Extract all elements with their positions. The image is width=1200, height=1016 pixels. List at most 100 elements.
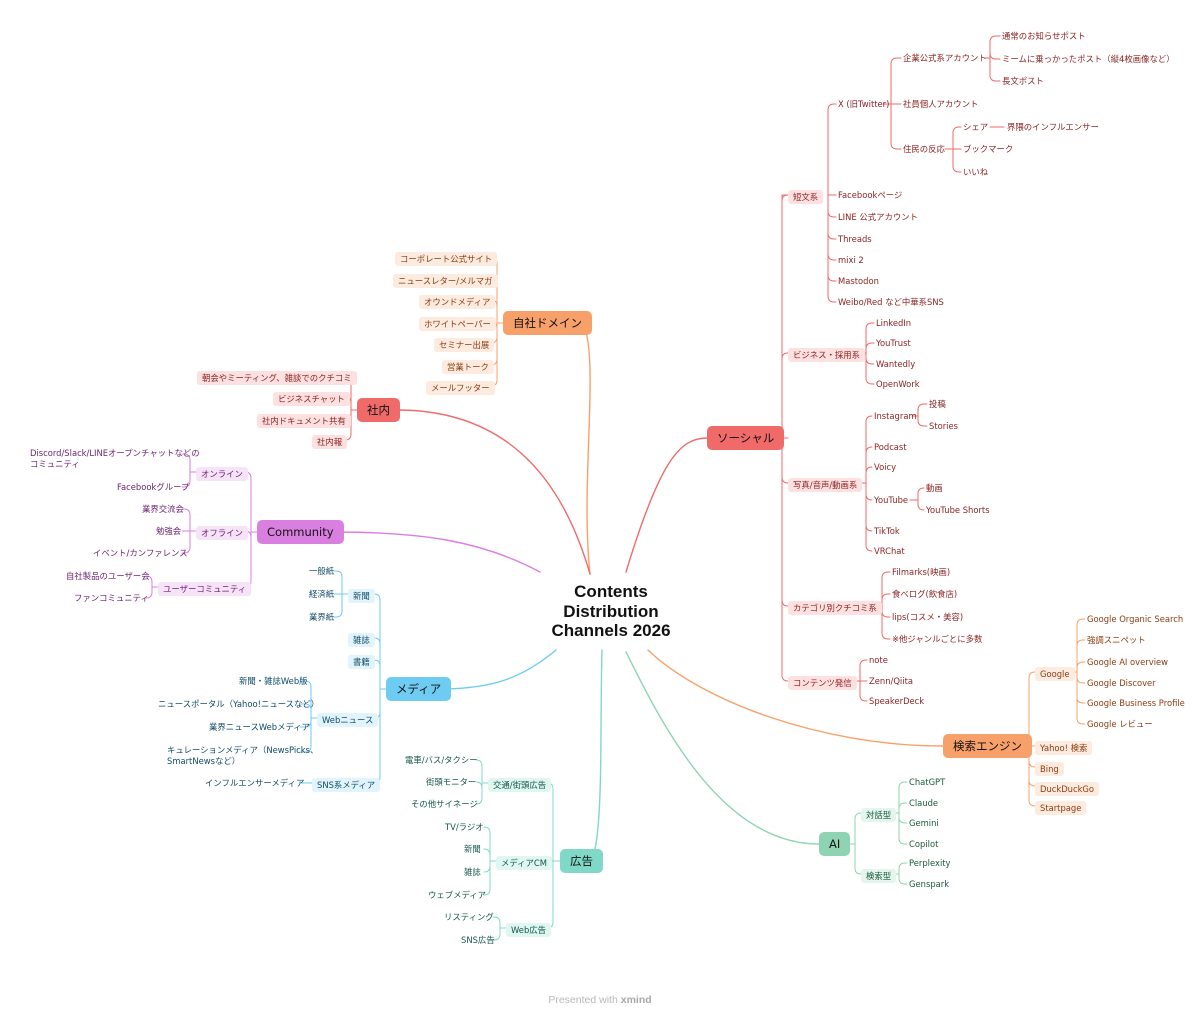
owned-item-mail-footer[interactable]: メールフッター [426,381,495,396]
social-x[interactable]: X (旧Twitter) [838,99,890,109]
social-x-like[interactable]: いいね [963,167,989,177]
ads-transit-train[interactable]: 電車/バス/タクシー [405,755,478,765]
social-x-share-influencer[interactable]: 界隈のインフルエンサー [1007,122,1099,132]
ads-transit-monitor[interactable]: 街頭モニター [426,777,477,787]
community-offline-industry[interactable]: 業界交流会 [142,504,184,514]
social-line-official[interactable]: LINE 公式アカウント [838,212,918,222]
ai-gemini[interactable]: Gemini [909,818,939,828]
community-online-facebook-group[interactable]: Facebookグループ [117,482,190,492]
ads-media-cm[interactable]: メディアCM [496,856,552,871]
social-x-residents[interactable]: 住民の反応 [903,144,945,154]
internal-item-newsletter[interactable]: 社内報 [312,435,348,450]
media-books[interactable]: 書籍 [348,655,375,670]
community-user-fans[interactable]: ファンコミュニティ [74,593,149,603]
social-zenn-qiita[interactable]: Zenn/Qiita [869,676,913,686]
social-business[interactable]: ビジネス・採用系 [788,348,865,363]
social-voicy[interactable]: Voicy [874,462,897,472]
community-user[interactable]: ユーザーコミュニティ [158,582,252,597]
search-startpage[interactable]: Startpage [1035,801,1087,816]
ai-genspark[interactable]: Genspark [909,879,950,889]
social-speakerdeck[interactable]: SpeakerDeck [869,696,925,706]
social-x-corp-long[interactable]: 長文ポスト [1002,76,1044,86]
internal-item-doc-sharing[interactable]: 社内ドキュメント共有 [257,414,351,429]
owned-item-owned-media[interactable]: オウンドメディア [419,295,496,310]
social-note[interactable]: note [869,655,888,665]
ads-cm-tv-radio[interactable]: TV/ラジオ [445,822,484,832]
media-webnews-portal[interactable]: ニュースポータル（Yahoo!ニュースなど） [158,699,320,709]
social-youtrust[interactable]: YouTrust [876,338,911,348]
media-webnews-industry[interactable]: 業界ニュースWebメディア [209,722,311,732]
media-webnews[interactable]: Webニュース [317,713,379,728]
social-photo-audio-video[interactable]: 写真/音声/動画系 [788,478,863,493]
search-google-organic[interactable]: Google Organic Search [1087,614,1184,624]
social-instagram[interactable]: Instagram [874,411,917,421]
topic-internal[interactable]: 社内 [357,398,400,422]
ads-cm-web-media[interactable]: ウェブメディア [428,890,487,900]
internal-item-word-of-mouth[interactable]: 朝会やミーティング、雑談でのクチコミ [197,371,357,386]
search-duckduckgo[interactable]: DuckDuckGo [1035,782,1100,797]
social-x-corp-notice[interactable]: 通常のお知らせポスト [1002,31,1086,41]
social-tiktok[interactable]: TikTok [874,526,900,536]
social-mixi2[interactable]: mixi 2 [838,255,864,265]
ads-web[interactable]: Web広告 [506,923,552,938]
ai-claude[interactable]: Claude [909,798,939,808]
media-sns-influencer[interactable]: インフルエンサーメディア [205,778,305,788]
owned-item-newsletter[interactable]: ニュースレター/メルマガ [393,274,498,289]
search-google-snippet[interactable]: 強調スニペット [1087,635,1146,645]
community-online-discord-line1[interactable]: Discord/Slack/LINEオープンチャットなどの [30,448,200,458]
media-sns[interactable]: SNS系メディア [312,778,381,793]
media-newspaper[interactable]: 新聞 [348,589,375,604]
social-instagram-post[interactable]: 投稿 [929,399,946,409]
owned-item-seminar[interactable]: セミナー出展 [434,338,495,353]
ads-cm-newspaper[interactable]: 新聞 [464,844,481,854]
social-youtube-video[interactable]: 動画 [926,483,943,493]
topic-owned-domain[interactable]: 自社ドメイン [503,311,592,335]
social-facebook-page[interactable]: Facebookページ [838,190,903,200]
media-webnews-curation-line1[interactable]: キュレーションメディア（NewsPicks、 [167,745,319,755]
search-google-ai-overview[interactable]: Google AI overview [1087,657,1169,667]
ai-chatgpt[interactable]: ChatGPT [909,777,946,787]
social-x-share[interactable]: シェア [963,122,989,132]
media-newspaper-economy[interactable]: 経済紙 [309,589,335,599]
ads-transit-signage[interactable]: その他サイネージ [411,799,478,809]
social-category-reviews[interactable]: カテゴリ別クチコミ系 [788,601,882,616]
media-webnews-print-web[interactable]: 新聞・雑誌Web版 [239,676,308,686]
social-instagram-stories[interactable]: Stories [929,421,959,431]
community-offline-study[interactable]: 勉強会 [156,526,182,536]
social-x-bookmark[interactable]: ブックマーク [963,144,1014,154]
media-newspaper-general[interactable]: 一般紙 [309,566,335,576]
topic-social[interactable]: ソーシャル [707,426,785,450]
ai-copilot[interactable]: Copilot [909,839,939,849]
central-topic[interactable]: Contents Distribution Channels 2026 [551,582,671,640]
topic-media[interactable]: メディア [386,677,452,701]
owned-item-corporate-site[interactable]: コーポレート公式サイト [395,252,498,267]
social-openwork[interactable]: OpenWork [876,379,920,389]
topic-search-engine[interactable]: 検索エンジン [943,734,1032,758]
social-filmarks[interactable]: Filmarks(映画) [892,567,951,577]
internal-item-business-chat[interactable]: ビジネスチャット [273,392,350,407]
social-short-text[interactable]: 短文系 [788,190,824,205]
community-user-meetup[interactable]: 自社製品のユーザー会 [66,571,150,581]
social-other-genres[interactable]: ※他ジャンルごとに多数 [892,634,983,644]
ai-conversational[interactable]: 対話型 [861,808,897,823]
owned-item-whitepaper[interactable]: ホワイトペーパー [419,317,496,332]
search-google-business[interactable]: Google Business Profile [1087,698,1185,708]
social-tabelog[interactable]: 食べログ(飲食店) [892,589,958,599]
community-online-discord-line2[interactable]: コミュニティ [30,459,80,469]
social-threads[interactable]: Threads [838,234,872,244]
ads-transit[interactable]: 交通/街頭広告 [488,778,552,793]
social-linkedin[interactable]: LinkedIn [876,318,912,328]
social-vrchat[interactable]: VRChat [874,546,905,556]
social-mastodon[interactable]: Mastodon [838,276,879,286]
search-google[interactable]: Google [1035,667,1075,682]
community-offline-events[interactable]: イベント/カンファレンス [93,548,188,558]
social-x-corp[interactable]: 企業公式系アカウント [903,53,987,63]
search-google-reviews[interactable]: Google レビュー [1087,719,1153,729]
social-content-publishing[interactable]: コンテンツ発信 [788,676,857,691]
ai-perplexity[interactable]: Perplexity [909,858,951,868]
community-offline[interactable]: オフライン [196,526,248,541]
ads-web-listing[interactable]: リスティング [444,912,494,922]
social-x-staff[interactable]: 社員個人アカウント [903,99,979,109]
search-bing[interactable]: Bing [1035,762,1064,777]
